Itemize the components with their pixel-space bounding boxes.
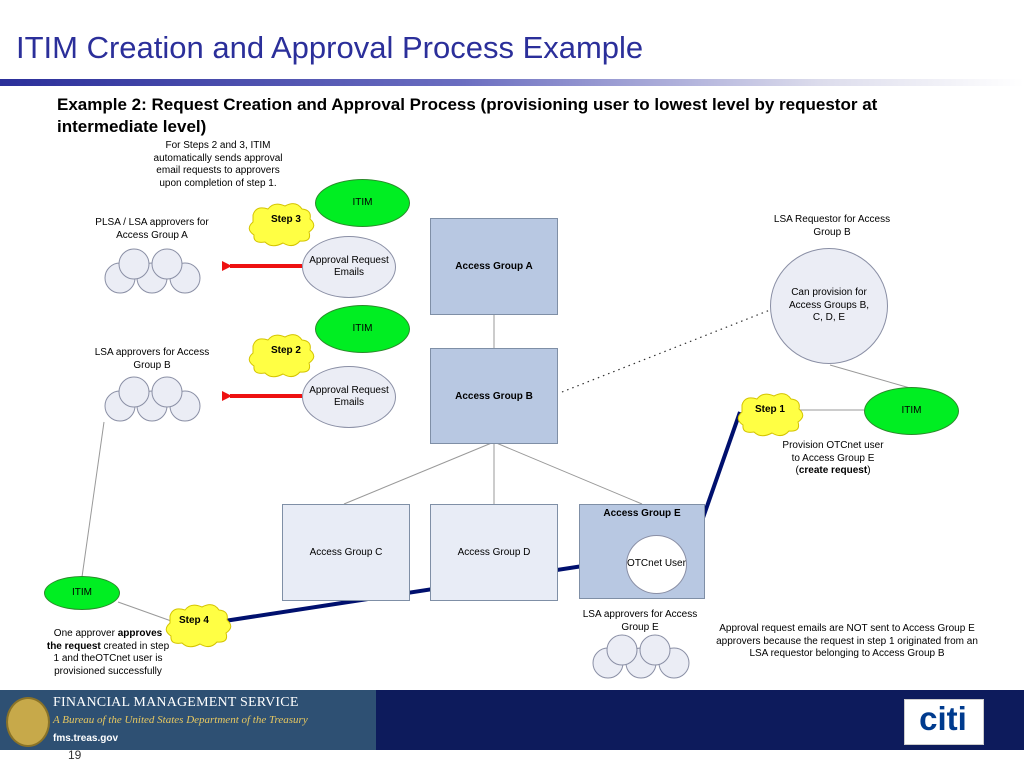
paren-close: )	[867, 465, 871, 476]
itim-to-step4-line	[117, 601, 175, 623]
approver-pre: One approver	[53, 628, 118, 639]
slide-subtitle: Example 2: Request Creation and Approval…	[57, 95, 878, 136]
access-group-d: Access Group D	[430, 504, 558, 601]
step1-burst	[737, 393, 804, 437]
note-one-approver: One approver approves the request create…	[46, 628, 170, 678]
citi-logo-icon	[904, 699, 984, 745]
note-plsa-approvers: PLSA / LSA approvers for Access Group A	[95, 217, 209, 241]
note-provision: Provision OTCnet user to Access Group E …	[760, 440, 906, 478]
step2-label: Step 2	[270, 345, 301, 356]
connector-b-e	[493, 441, 643, 505]
people-icon-approvers-e	[592, 634, 690, 679]
step1-label: Step 1	[754, 404, 785, 415]
note-lsa-requestor: LSA Requestor for Access Group B	[773, 214, 891, 238]
step3-label: Step 3	[270, 214, 301, 225]
dotted-link-requestor	[561, 309, 771, 393]
approval-request-emails-b: Approval Request Emails	[302, 366, 396, 428]
people-icon-approvers-a	[104, 248, 201, 294]
approver-bold: approves the request	[46, 628, 163, 652]
itim-node-step2: ITIM	[315, 305, 410, 353]
note-lsa-approvers-e: LSA approvers for Access Group E	[582, 609, 698, 633]
note-provision-line2: to Access Group E	[791, 452, 875, 464]
step2-burst	[248, 334, 315, 378]
note-steps-2-3: For Steps 2 and 3, ITIM automatically se…	[153, 140, 283, 189]
itim-node-step4: ITIM	[44, 576, 120, 610]
note-provision-line1: Provision OTCnet user	[782, 440, 884, 451]
footer-fms-banner	[0, 690, 376, 750]
requestor-to-itim-line	[829, 364, 911, 389]
fms-url: fms.treas.gov	[53, 733, 119, 744]
citi-logo-text: citi	[919, 700, 967, 737]
note-lsa-approvers-b: LSA approvers for Access Group B	[94, 347, 210, 371]
paren-open: (	[795, 465, 799, 476]
requestor-circle: Can provision for Access Groups B, C, D,…	[770, 248, 888, 364]
fms-tagline: A Bureau of the United States Department…	[53, 714, 308, 726]
title-divider	[0, 79, 1024, 86]
otcnet-user-node: OTCnet User	[626, 535, 687, 594]
note-not-sent: Approval request emails are NOT sent to …	[716, 623, 978, 659]
page-number: 19	[68, 748, 82, 762]
step4-label: Step 4	[178, 615, 209, 626]
itim-node-step3: ITIM	[315, 179, 410, 227]
approval-request-emails-a: Approval Request Emails	[302, 236, 396, 298]
people-icon-approvers-b	[104, 376, 201, 422]
approver-post: created in step 1 and theOTCnet user is …	[53, 640, 170, 677]
access-group-a: Access Group A	[430, 218, 558, 315]
step4-burst	[165, 604, 232, 648]
access-group-b: Access Group B	[430, 348, 558, 444]
fms-name: FINANCIAL MANAGEMENT SERVICE	[53, 695, 299, 710]
connector-b-c	[343, 441, 495, 505]
access-group-c: Access Group C	[282, 504, 410, 601]
step3-burst	[248, 203, 315, 247]
create-request-label: create request	[798, 465, 868, 476]
treasury-seal-icon	[6, 697, 50, 747]
navy-arrow-step4	[217, 555, 624, 624]
slide-title: ITIM Creation and Approval Process Examp…	[16, 30, 644, 65]
access-group-e-label: Access Group E	[603, 508, 681, 519]
itim-node-step1: ITIM	[864, 387, 959, 435]
note-provision-line3: (create request)	[760, 465, 906, 478]
approvers-b-to-itim-line	[81, 421, 105, 578]
